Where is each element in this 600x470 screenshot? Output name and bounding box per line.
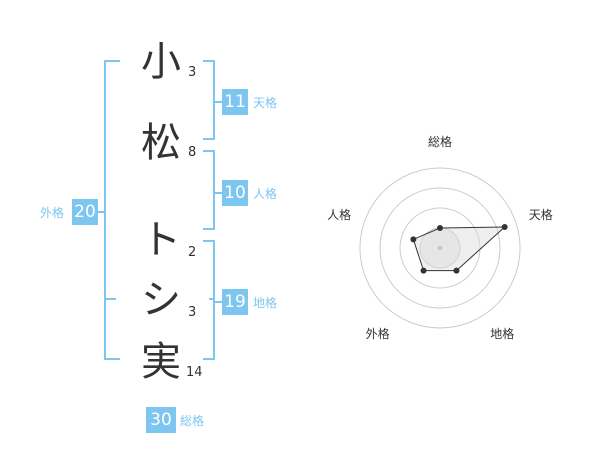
jinkaku-value: 10 xyxy=(222,180,248,206)
radar-point xyxy=(420,267,427,274)
chikaku-value: 19 xyxy=(222,289,248,315)
gaikaku-value: 20 xyxy=(72,199,98,225)
tenkaku-bracket-vertical xyxy=(213,60,215,140)
stroke-count-4: 3 xyxy=(188,305,197,320)
radar-axis-label: 総格 xyxy=(428,134,452,149)
chikaku-bracket-tick xyxy=(209,298,215,300)
radar-point xyxy=(453,267,460,274)
jinkaku-bracket-bottom xyxy=(203,228,215,230)
radar-ring-3 xyxy=(379,187,501,309)
gaikaku-connector xyxy=(98,211,106,213)
tenkaku-value: 11 xyxy=(222,89,248,115)
name-char-1: 小 xyxy=(141,39,181,85)
soukaku-label: 総格 xyxy=(180,414,205,428)
stroke-count-2: 8 xyxy=(188,145,197,160)
gaikaku-bracket-top xyxy=(104,60,120,62)
name-char-4: シ xyxy=(141,277,181,323)
gaikaku-bracket-bottom xyxy=(104,358,120,360)
chikaku-bracket-bottom xyxy=(203,358,215,360)
jinkaku-connector xyxy=(215,192,222,194)
radar-ring-4 xyxy=(359,167,521,329)
soukaku-value: 30 xyxy=(146,407,176,433)
radar-axis-label: 人格 xyxy=(327,207,351,222)
name-char-2: 松 xyxy=(141,120,181,166)
chikaku-bracket-top xyxy=(203,240,215,242)
radar-axis-label: 外格 xyxy=(366,326,390,341)
radar-center-dot xyxy=(437,245,443,251)
radar-point xyxy=(437,225,443,231)
chikaku-bracket-vertical xyxy=(213,240,215,360)
gaikaku-bracket-tick xyxy=(104,298,116,300)
tenkaku-bracket-bottom xyxy=(203,138,215,140)
gaikaku-bracket-vertical xyxy=(104,60,106,360)
radar-ring-2 xyxy=(399,207,481,289)
jinkaku-bracket-vertical xyxy=(213,150,215,230)
radar-axis-label: 地格 xyxy=(490,326,514,341)
jinkaku-label: 人格 xyxy=(253,187,278,201)
stroke-count-5: 14 xyxy=(186,365,203,380)
stroke-count-3: 2 xyxy=(188,245,197,260)
gaikaku-label: 外格 xyxy=(40,206,65,220)
tenkaku-bracket-top xyxy=(203,60,215,62)
name-char-5: 実 xyxy=(141,339,181,385)
chikaku-label: 地格 xyxy=(253,296,278,310)
chikaku-connector xyxy=(215,301,222,303)
radar-axis-label: 天格 xyxy=(529,207,553,222)
radar-point xyxy=(410,236,417,243)
tenkaku-connector xyxy=(215,101,222,103)
name-char-3: ト xyxy=(141,217,181,263)
jinkaku-bracket-top xyxy=(203,150,215,152)
stroke-count-1: 3 xyxy=(188,65,197,80)
tenkaku-label: 天格 xyxy=(253,96,278,110)
radar-series-polygon xyxy=(412,226,506,272)
radar-point xyxy=(501,223,508,230)
